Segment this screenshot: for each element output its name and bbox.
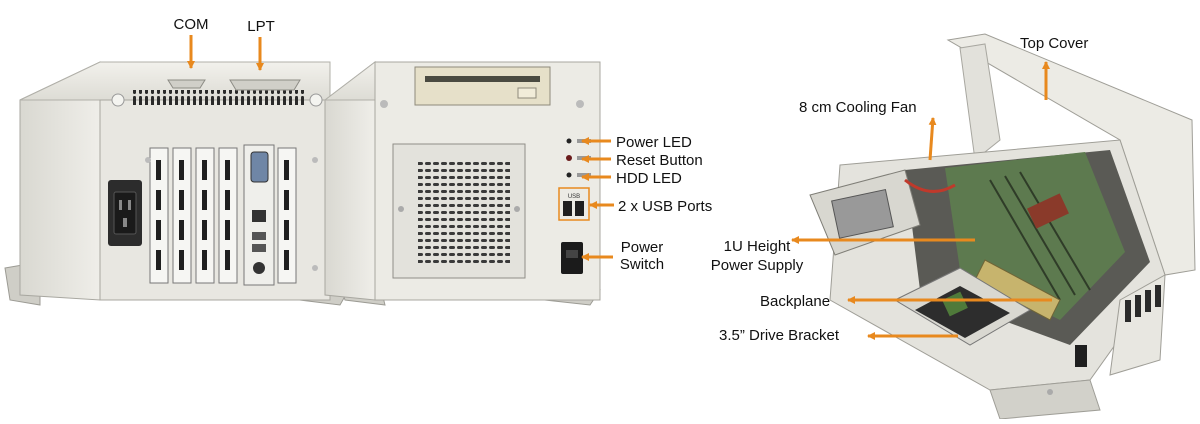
backplane-label: Backplane [760, 293, 831, 310]
callout-arrows [187, 35, 1052, 340]
rear-chassis [4, 61, 361, 306]
power-led-label: Power LED [616, 134, 692, 151]
hdd-led-label: HDD LED [616, 170, 682, 187]
cooling-fan-arrow [928, 117, 937, 161]
power-switch-label-line1: Power [620, 239, 664, 256]
drive-bracket-label: 3.5” Drive Bracket [719, 327, 840, 344]
power-switch-label-line2: Switch [619, 256, 665, 273]
reset-button-label: Reset Button [616, 152, 703, 169]
lpt-label: LPT [247, 18, 275, 35]
internal-chassis [809, 33, 1196, 420]
cooling-fan-label: 8 cm Cooling Fan [799, 99, 917, 116]
front-chassis [323, 60, 601, 306]
top-cover-label: Top Cover [1020, 35, 1089, 52]
usb-panel-text: USB [568, 194, 580, 200]
usb-ports-label: 2 x USB Ports [618, 198, 713, 215]
com-label: COM [173, 16, 209, 33]
power-supply-label-line2: Power Supply [710, 257, 804, 274]
power-supply-label-line1: 1U Height [723, 238, 791, 255]
